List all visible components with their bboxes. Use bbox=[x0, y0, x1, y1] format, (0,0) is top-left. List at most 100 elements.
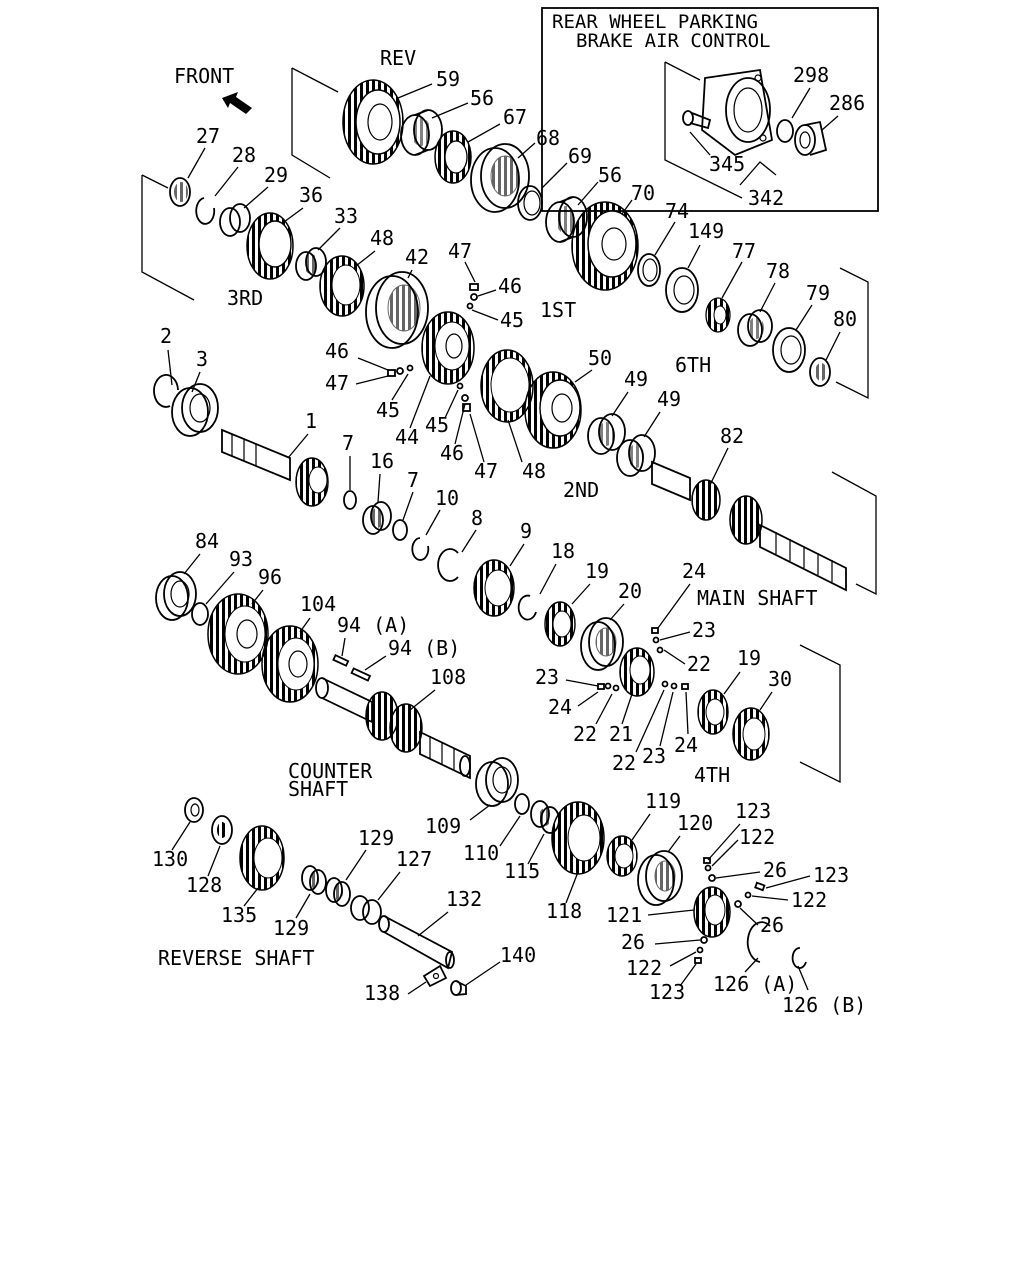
input-shaft-1 bbox=[221, 428, 329, 507]
leader-126a bbox=[744, 957, 759, 973]
part-28: 28 bbox=[232, 143, 256, 167]
counter-shaft-group: 84 93 96 104 94 (A) 94 (B) bbox=[155, 529, 713, 923]
part-149: 149 bbox=[688, 219, 724, 243]
part-50: 50 bbox=[588, 346, 612, 370]
part-56-upper: 56 bbox=[470, 86, 494, 110]
gear-30 bbox=[732, 707, 770, 761]
part-23-c: 23 bbox=[642, 744, 666, 768]
front-label: FRONT bbox=[174, 64, 234, 88]
part-49-lower: 49 bbox=[657, 387, 681, 411]
leader-8 bbox=[461, 529, 477, 553]
collar-127 bbox=[350, 895, 382, 925]
bearing-129-left bbox=[301, 865, 327, 895]
part-118: 118 bbox=[546, 899, 582, 923]
ring-7-a bbox=[343, 490, 357, 510]
leader-24-c bbox=[685, 691, 689, 735]
bolt-140 bbox=[450, 980, 467, 996]
part-27: 27 bbox=[196, 124, 220, 148]
part-78: 78 bbox=[766, 259, 790, 283]
leader-118 bbox=[565, 871, 579, 904]
ring-298 bbox=[776, 119, 794, 143]
part-19-lower: 19 bbox=[737, 646, 761, 670]
bolt-345 bbox=[682, 110, 712, 130]
part-108: 108 bbox=[430, 665, 466, 689]
spring-23-b bbox=[604, 682, 612, 690]
bearing-27 bbox=[169, 177, 191, 207]
snap-ring-28 bbox=[195, 197, 216, 225]
part-22-c: 22 bbox=[612, 751, 636, 775]
fourth-bracket bbox=[799, 644, 841, 784]
part-24-a: 24 bbox=[682, 559, 706, 583]
part-110: 110 bbox=[463, 841, 499, 865]
gear-77 bbox=[705, 297, 731, 333]
leader-109 bbox=[469, 804, 491, 821]
part-9: 9 bbox=[520, 519, 532, 543]
key-47-a bbox=[469, 283, 479, 291]
part-121: 121 bbox=[606, 903, 642, 927]
leader-47-b bbox=[355, 375, 389, 385]
rev-label: REV bbox=[380, 46, 416, 70]
leader-49-upper bbox=[611, 391, 629, 417]
snap-ring-126b bbox=[791, 947, 807, 969]
third-gear-group: 3RD 27 28 29 36 33 bbox=[141, 124, 429, 349]
leader-129-a bbox=[345, 849, 367, 881]
part-21: 21 bbox=[609, 722, 633, 746]
bearing-80 bbox=[809, 357, 831, 387]
leader-120 bbox=[667, 835, 681, 853]
bearing-78 bbox=[737, 309, 773, 347]
leader-36 bbox=[283, 207, 304, 223]
leader-342 bbox=[739, 161, 777, 186]
snap-ring-2 bbox=[153, 374, 179, 408]
leader-45-b bbox=[391, 373, 409, 401]
part-24-c: 24 bbox=[674, 733, 698, 757]
part-30: 30 bbox=[768, 667, 792, 691]
part-120: 120 bbox=[677, 811, 713, 835]
part-286: 286 bbox=[829, 91, 865, 115]
reverse-shaft-132 bbox=[378, 915, 455, 970]
ring-7-b bbox=[392, 519, 408, 541]
leader-19-upper bbox=[571, 583, 591, 605]
main-shaft-82 bbox=[651, 460, 847, 592]
spring-26-c bbox=[700, 936, 708, 944]
leader-122-b bbox=[751, 895, 789, 901]
part-26-a: 26 bbox=[763, 858, 787, 882]
leader-128 bbox=[207, 845, 221, 877]
leader-94b bbox=[364, 655, 387, 671]
leader-138 bbox=[407, 981, 427, 995]
leader-10 bbox=[425, 509, 441, 536]
spring-26-b bbox=[734, 900, 742, 908]
leader-78 bbox=[759, 282, 776, 313]
hub-121 bbox=[693, 886, 731, 938]
part-122-c: 122 bbox=[626, 956, 662, 980]
leader-126b bbox=[797, 965, 809, 991]
leader-48-upper bbox=[355, 250, 376, 267]
part-49-upper: 49 bbox=[624, 367, 648, 391]
part-18: 18 bbox=[551, 539, 575, 563]
gear-48-upper bbox=[319, 255, 365, 317]
leader-28 bbox=[214, 166, 239, 197]
leader-22-a bbox=[663, 649, 686, 665]
part-122-a: 122 bbox=[739, 825, 775, 849]
sixth-label: 6TH bbox=[675, 353, 711, 377]
leader-22-b bbox=[595, 693, 613, 725]
part-68: 68 bbox=[536, 126, 560, 150]
part-342: 342 bbox=[748, 186, 784, 210]
part-138: 138 bbox=[364, 981, 400, 1005]
counter-shaft-label-line2: SHAFT bbox=[288, 777, 348, 801]
part-42: 42 bbox=[405, 245, 429, 269]
leader-104 bbox=[299, 617, 311, 633]
ball-22-c bbox=[661, 680, 669, 688]
leader-110 bbox=[499, 815, 521, 847]
sleeve-68 bbox=[470, 143, 530, 213]
ball-45-a bbox=[466, 302, 474, 310]
leader-23-a bbox=[659, 631, 691, 641]
leader-26-c bbox=[654, 939, 701, 945]
part-129-b: 129 bbox=[273, 916, 309, 940]
leader-48-lower bbox=[507, 419, 523, 463]
leader-129-b bbox=[295, 893, 311, 919]
part-74: 74 bbox=[665, 199, 689, 223]
bearing-16 bbox=[362, 501, 392, 535]
ball-45-c bbox=[456, 382, 464, 390]
leader-47-c bbox=[469, 413, 485, 463]
